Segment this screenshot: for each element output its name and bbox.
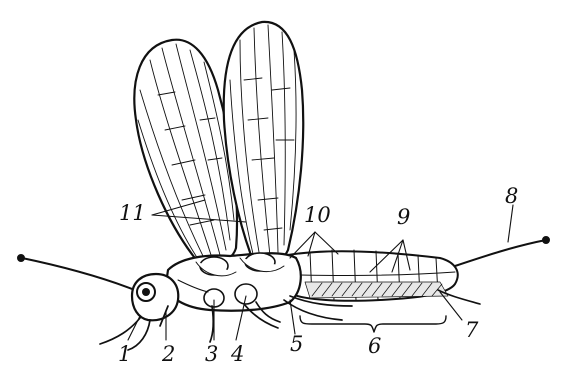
label-4: 4 <box>231 344 244 365</box>
thorax <box>166 253 301 311</box>
head <box>132 274 178 320</box>
label-5: 5 <box>290 334 303 355</box>
label-6: 6 <box>368 336 381 357</box>
label-3: 3 <box>205 344 218 365</box>
label-10: 10 <box>304 205 331 226</box>
label-1: 1 <box>118 344 131 365</box>
label-11: 11 <box>119 203 146 224</box>
label-8: 8 <box>505 186 518 207</box>
label-9: 9 <box>397 207 410 228</box>
left-wing <box>134 40 237 266</box>
label-7: 7 <box>465 320 478 341</box>
label-2: 2 <box>162 344 175 365</box>
